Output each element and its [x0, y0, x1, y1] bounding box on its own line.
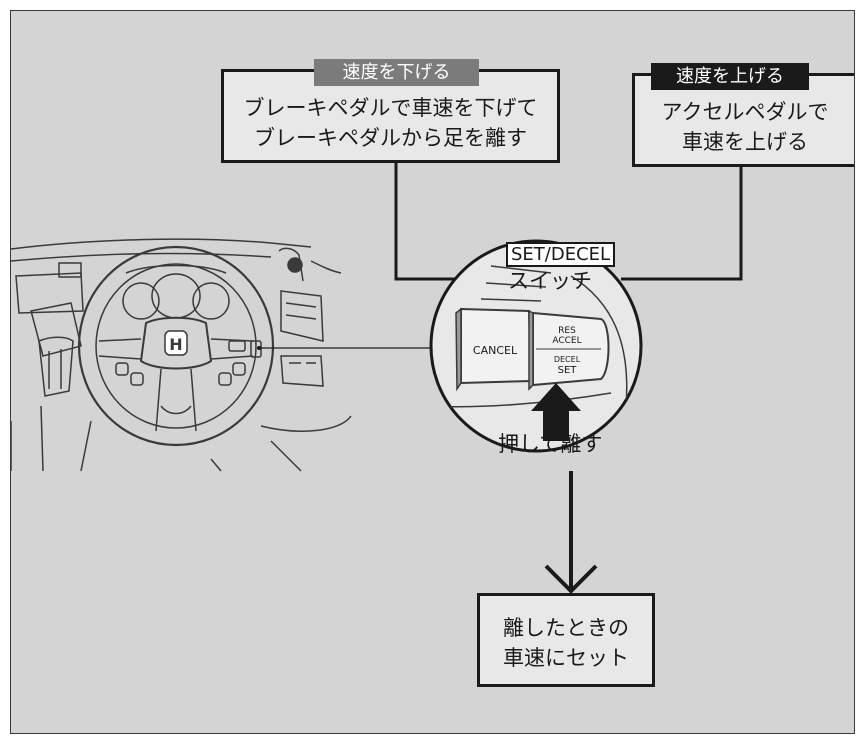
- res-button-label: RES: [558, 326, 576, 336]
- steering-wheel-illustration: [11, 238, 352, 472]
- illustration: H CANCEL RES ACCEL DECEL: [11, 161, 743, 594]
- push-arrow: [531, 383, 581, 441]
- result-text: 離したときの 車速にセット: [503, 616, 629, 670]
- set-decel-switch-name: SET/DECEL: [506, 242, 616, 267]
- switch-name-label: SET/DECEL: [506, 241, 616, 267]
- wheel-emblem-badge: [164, 330, 188, 356]
- slow-down-text: ブレーキペダルで車速を下げて ブレーキペダルから足を離す: [243, 96, 538, 150]
- decel-button-label: DECEL: [554, 355, 581, 364]
- switch-suffix-label: スイッチ: [508, 269, 592, 293]
- speed-up-text: アクセルペダルで 車速を上げる: [661, 100, 829, 154]
- slow-down-tag: 速度を下げる: [314, 59, 479, 86]
- result-box: 離したときの 車速にセット: [477, 593, 655, 687]
- press-and-release-label: 押して離す: [498, 432, 603, 456]
- magnified-switch-detail: [431, 265, 628, 408]
- connector-slow: [394, 161, 471, 281]
- accel-button-label: ACCEL: [552, 336, 581, 346]
- set-button-label: SET: [558, 365, 578, 376]
- cancel-button-label: CANCEL: [473, 344, 518, 357]
- down-arrow-head: [544, 564, 598, 594]
- speed-up-tag: 速度を上げる: [651, 63, 809, 90]
- wheel-emblem: H: [169, 335, 182, 354]
- pointer-dot: [257, 346, 261, 350]
- connector-fast: [621, 166, 743, 281]
- diagram-frame: H CANCEL RES ACCEL DECEL: [10, 10, 855, 734]
